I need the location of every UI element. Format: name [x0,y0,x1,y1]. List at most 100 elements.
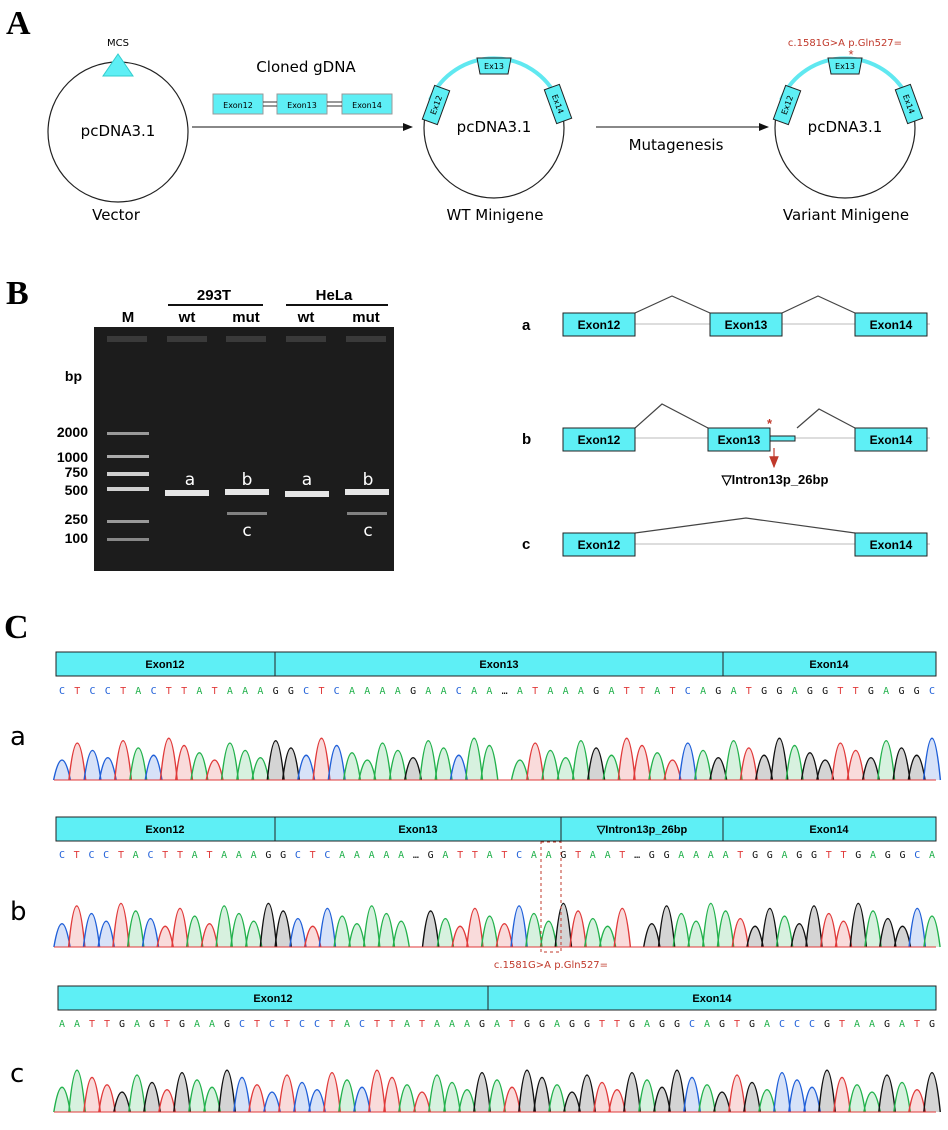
wt-caption: WT Minigene [446,206,543,224]
sequence-base: A [227,686,233,697]
cloned-exon14 [341,93,393,115]
sequence-base: G [776,686,782,697]
cloned-exon12-label: Exon12 [223,101,253,110]
chromatogram-peak [128,1074,146,1113]
sequence-base: C [324,850,330,861]
sequence-base: A [344,1019,350,1030]
isoform-diagrams: a Exon12 Exon13 Exon14 b * Exon12 Exon13… [522,295,930,557]
chromatogram-peak [678,742,697,781]
sequence-base: T [532,686,538,697]
band-293t-mut-b [225,489,269,495]
chromatogram-peak [724,740,743,781]
chromatogram-peak [653,1086,671,1113]
chromatogram-peak [98,757,117,781]
chromatogram-peak [569,910,587,948]
gel-image [94,327,394,571]
sequence-base: T [389,1019,395,1030]
sequence-base: G [280,850,286,861]
sequence-base: A [135,686,141,697]
sequence-base: T [599,1019,605,1030]
mutagenesis: Mutagenesis [596,123,769,154]
cloned-exon14-label: Exon14 [352,101,382,110]
panel-b-letter: B [6,275,29,312]
svg-text:Exon14: Exon14 [809,659,849,671]
vector-plasmid: MCS pcDNA3.1 Vector [47,38,189,224]
chromatogram-peak [259,902,278,948]
sequence-base: C [239,1019,245,1030]
sequence-base: G [265,850,271,861]
sequence-base: T [254,1019,260,1030]
sequence-base: A [449,1019,455,1030]
chromatogram-peak [67,905,86,948]
sequence-base: A [494,1019,500,1030]
sample-bands [165,489,389,515]
chromatogram-peak [790,923,809,948]
sequence-base: G [761,686,767,697]
chromatogram-peak [834,920,853,948]
svg-text:Exon12: Exon12 [145,824,184,836]
sequence-base: C [147,850,153,861]
chromatogram-peak [533,1076,551,1113]
sequence-base: T [914,1019,920,1030]
sequence-base: G [796,850,802,861]
chromatogram-peak [358,759,377,781]
sequence-base: A [723,850,729,861]
chromatogram-peak [593,1081,611,1113]
sequence-base: T [746,686,752,697]
sequence-base: T [89,1019,95,1030]
chromatogram-peak [220,742,239,781]
chromatogram-peak [342,752,362,781]
chromatogram-peak [173,1072,191,1113]
band-hela-mut-b [345,489,389,495]
track-c-chromatogram [53,1069,941,1113]
sequence-base: A [242,686,248,697]
sequence-base: A [464,1019,470,1030]
chromatogram-peak [785,744,804,781]
chromatogram-peak [694,749,713,781]
sequence-base: A [192,850,198,861]
sequence-base: A [441,686,447,697]
sequence-base: A [221,850,227,861]
sequence-base: A [578,686,584,697]
sequence-base: G [629,1019,635,1030]
chromatogram-peak [820,912,838,948]
sequence-base: T [457,850,463,861]
chromatogram-peak [436,917,455,948]
chromatogram-peak [525,912,543,948]
chromatogram-peak [803,1086,821,1113]
sequence-base: G [593,686,599,697]
sequence-base: G [884,1019,890,1030]
sequence-base: G [715,686,721,697]
sequence-base: G [811,850,817,861]
chromatogram-peak [368,1069,386,1113]
vector-caption: Vector [92,206,141,224]
chromatogram-peak [672,912,691,948]
sequence-base: C [59,686,65,697]
gel-band-label-b1: b [242,470,253,490]
chromatogram-peak [864,910,882,948]
isoform-b-retained: ▽Intron13p_26bp [721,472,829,487]
chromatogram-peak [728,1074,746,1113]
sequence-base: C [929,686,935,697]
sequence-base: C [151,686,157,697]
chromatogram-peak [602,754,621,781]
band-hela-mut-c [347,512,387,515]
sequence-base: T [669,686,675,697]
sequence-base: T [74,686,80,697]
bp-title: bp [65,368,82,384]
sequence-base: A [781,850,787,861]
chromatogram-peak [419,740,438,781]
variant-caption: Variant Minigene [783,206,909,224]
sequence-base: T [840,850,846,861]
sequence-base: G [898,686,904,697]
chromatogram-peak [638,1079,656,1113]
sequence-base: A [486,686,492,697]
sequence-base: A [194,1019,200,1030]
sequence-base: G [824,1019,830,1030]
sequence-base: C [299,1019,305,1030]
sequence-base: T [212,686,218,697]
sequence-base: G [119,1019,125,1030]
chromatogram-peak [739,747,758,781]
